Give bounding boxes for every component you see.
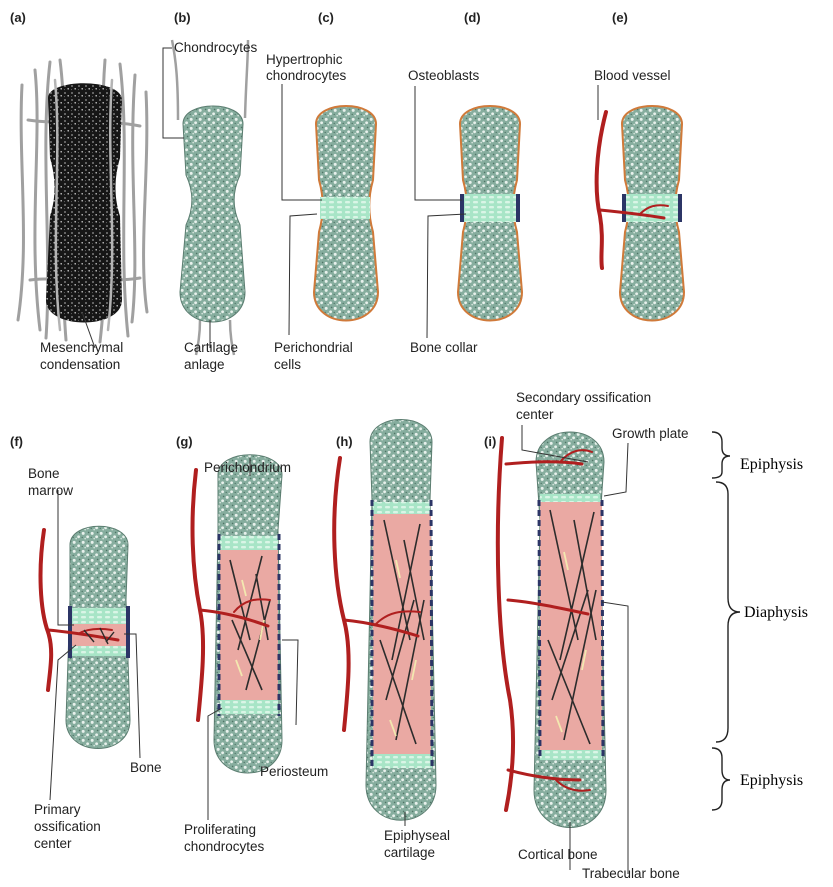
label-bone-marrow-line1: Bone — [28, 466, 60, 482]
label-mesenchymal-line2: condensation — [40, 357, 120, 373]
brace-diaphysis — [716, 482, 740, 742]
label-blood-vessel: Blood vessel — [594, 68, 671, 84]
label-epiphyseal-line1: Epiphyseal — [384, 828, 450, 844]
panel-letter-i: (i) — [484, 434, 496, 449]
growth-plate-top — [540, 494, 600, 502]
panel-c-artwork — [314, 106, 378, 321]
brace-epiphysis-top — [712, 432, 730, 478]
label-chondrocytes: Chondrocytes — [174, 40, 257, 56]
label-primary-ossification-line3: center — [34, 836, 72, 852]
label-perichondrial-line1: Perichondrial — [274, 340, 353, 356]
label-proliferating-line2: chondrocytes — [184, 839, 264, 855]
panel-letter-c: (c) — [318, 10, 334, 25]
brace-epiphysis-bottom — [712, 748, 730, 810]
label-mesenchymal-line1: Mesenchymal — [40, 340, 123, 356]
panel-letter-b: (b) — [174, 10, 191, 25]
label-perichondrium: Perichondrium — [204, 460, 291, 476]
panel-letter-h: (h) — [336, 434, 353, 449]
region-braces — [712, 432, 740, 810]
region-label-epiphysis-top: Epiphysis — [740, 456, 803, 474]
label-primary-ossification-line1: Primary — [34, 802, 81, 818]
region-label-diaphysis: Diaphysis — [744, 604, 808, 622]
panel-d-artwork — [458, 106, 522, 321]
label-osteoblasts: Osteoblasts — [408, 68, 479, 84]
label-secondary-ossification-line1: Secondary ossification — [516, 390, 651, 406]
panel-letter-g: (g) — [176, 434, 193, 449]
label-primary-ossification-line2: ossification — [34, 819, 101, 835]
label-secondary-ossification-line2: center — [516, 407, 554, 423]
panel-f-artwork — [41, 526, 130, 748]
label-bone-marrow-line2: marrow — [28, 483, 73, 499]
panel-i-artwork — [498, 432, 606, 828]
label-trabecular-bone: Trabecular bone — [582, 866, 680, 882]
cartilage-anlage-shape — [180, 106, 245, 322]
panel-g-artwork — [193, 455, 282, 773]
label-bone: Bone — [130, 760, 162, 776]
label-periosteum: Periosteum — [260, 764, 328, 780]
panel-a-artwork — [18, 60, 147, 342]
label-cartilage-line1: Cartilage — [184, 340, 238, 356]
label-proliferating-line1: Proliferating — [184, 822, 256, 838]
panel-letter-a: (a) — [10, 10, 26, 25]
label-bone-collar: Bone collar — [410, 340, 478, 356]
growth-plate-bottom — [540, 750, 602, 760]
label-perichondrial-line2: cells — [274, 357, 301, 373]
label-cortical-bone: Cortical bone — [518, 847, 598, 863]
label-growth-plate: Growth plate — [612, 426, 689, 442]
label-epiphyseal-line2: cartilage — [384, 845, 435, 861]
panel-h-artwork — [334, 420, 436, 821]
region-label-epiphysis-bottom: Epiphysis — [740, 772, 803, 790]
label-cartilage-line2: anlage — [184, 357, 225, 373]
panel-letter-f: (f) — [10, 434, 23, 449]
panel-letter-d: (d) — [464, 10, 481, 25]
label-hypertrophic-line2: chondrocytes — [266, 68, 346, 84]
panel-letter-e: (e) — [612, 10, 628, 25]
panel-e-artwork — [597, 106, 684, 321]
label-hypertrophic-line1: Hypertrophic — [266, 52, 343, 68]
panel-b-artwork — [172, 40, 248, 355]
hypertrophic-zone-c — [320, 197, 370, 219]
